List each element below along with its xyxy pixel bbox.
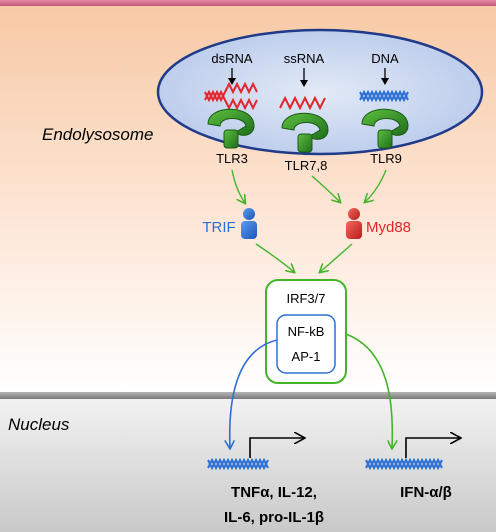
inflammatory-gene-dna-icon [207,457,269,471]
tlr78-label: TLR7,8 [285,158,328,173]
dsrna-helix-icon [204,81,258,111]
interferon-gene-dna-icon [365,457,443,471]
trif-label: TRIF [202,219,235,236]
tlr78-to-myd88-arrow [311,175,340,202]
tlr9-label: TLR9 [370,151,402,166]
nuclear-membrane [0,392,496,399]
interferon-genes-label: IFN-α/β [400,484,452,501]
endolysosome-label: Endolysosome [42,125,154,144]
nucleus-label: Nucleus [8,415,70,434]
myd88-adaptor-icon [346,208,362,239]
trif-adaptor-icon [241,208,257,239]
inflammatory-genes-label-line1: TNFα, IL-12, [231,484,317,501]
nfkb-to-inflammatory-genes-arrow [230,339,278,448]
dna-helix-icon [359,89,409,103]
tlr9-receptor-icon [361,108,409,149]
interferon-gene-promoter-arrow [405,438,460,458]
tlr3-label: TLR3 [216,151,248,166]
myd88-to-tf-arrow [320,243,353,272]
ssrna-strand-icon [279,95,326,111]
inflammatory-genes-label-line2: IL-6, pro-IL-1β [224,509,324,526]
myd88-label: Myd88 [366,219,411,236]
irf-to-interferon-genes-arrow [345,333,392,448]
ligand-ssrna-label: ssRNA [284,51,325,66]
tlr9-to-myd88-arrow [365,169,387,202]
trif-to-tf-arrow [255,243,294,272]
plasma-membrane [0,0,496,6]
inflammatory-gene-promoter-arrow [249,438,304,458]
ligand-dna-label: DNA [371,51,399,66]
tlr3-to-trif-arrow [231,169,245,203]
tlr3-receptor-icon [207,108,255,149]
nfkb-label: NF-kB [288,324,325,339]
nfkb-ap1-box [276,314,336,374]
irf-label: IRF3/7 [286,291,325,306]
tlr78-receptor-icon [281,112,329,153]
ap1-label: AP-1 [292,349,321,364]
ligand-dsrna-label: dsRNA [211,51,253,66]
